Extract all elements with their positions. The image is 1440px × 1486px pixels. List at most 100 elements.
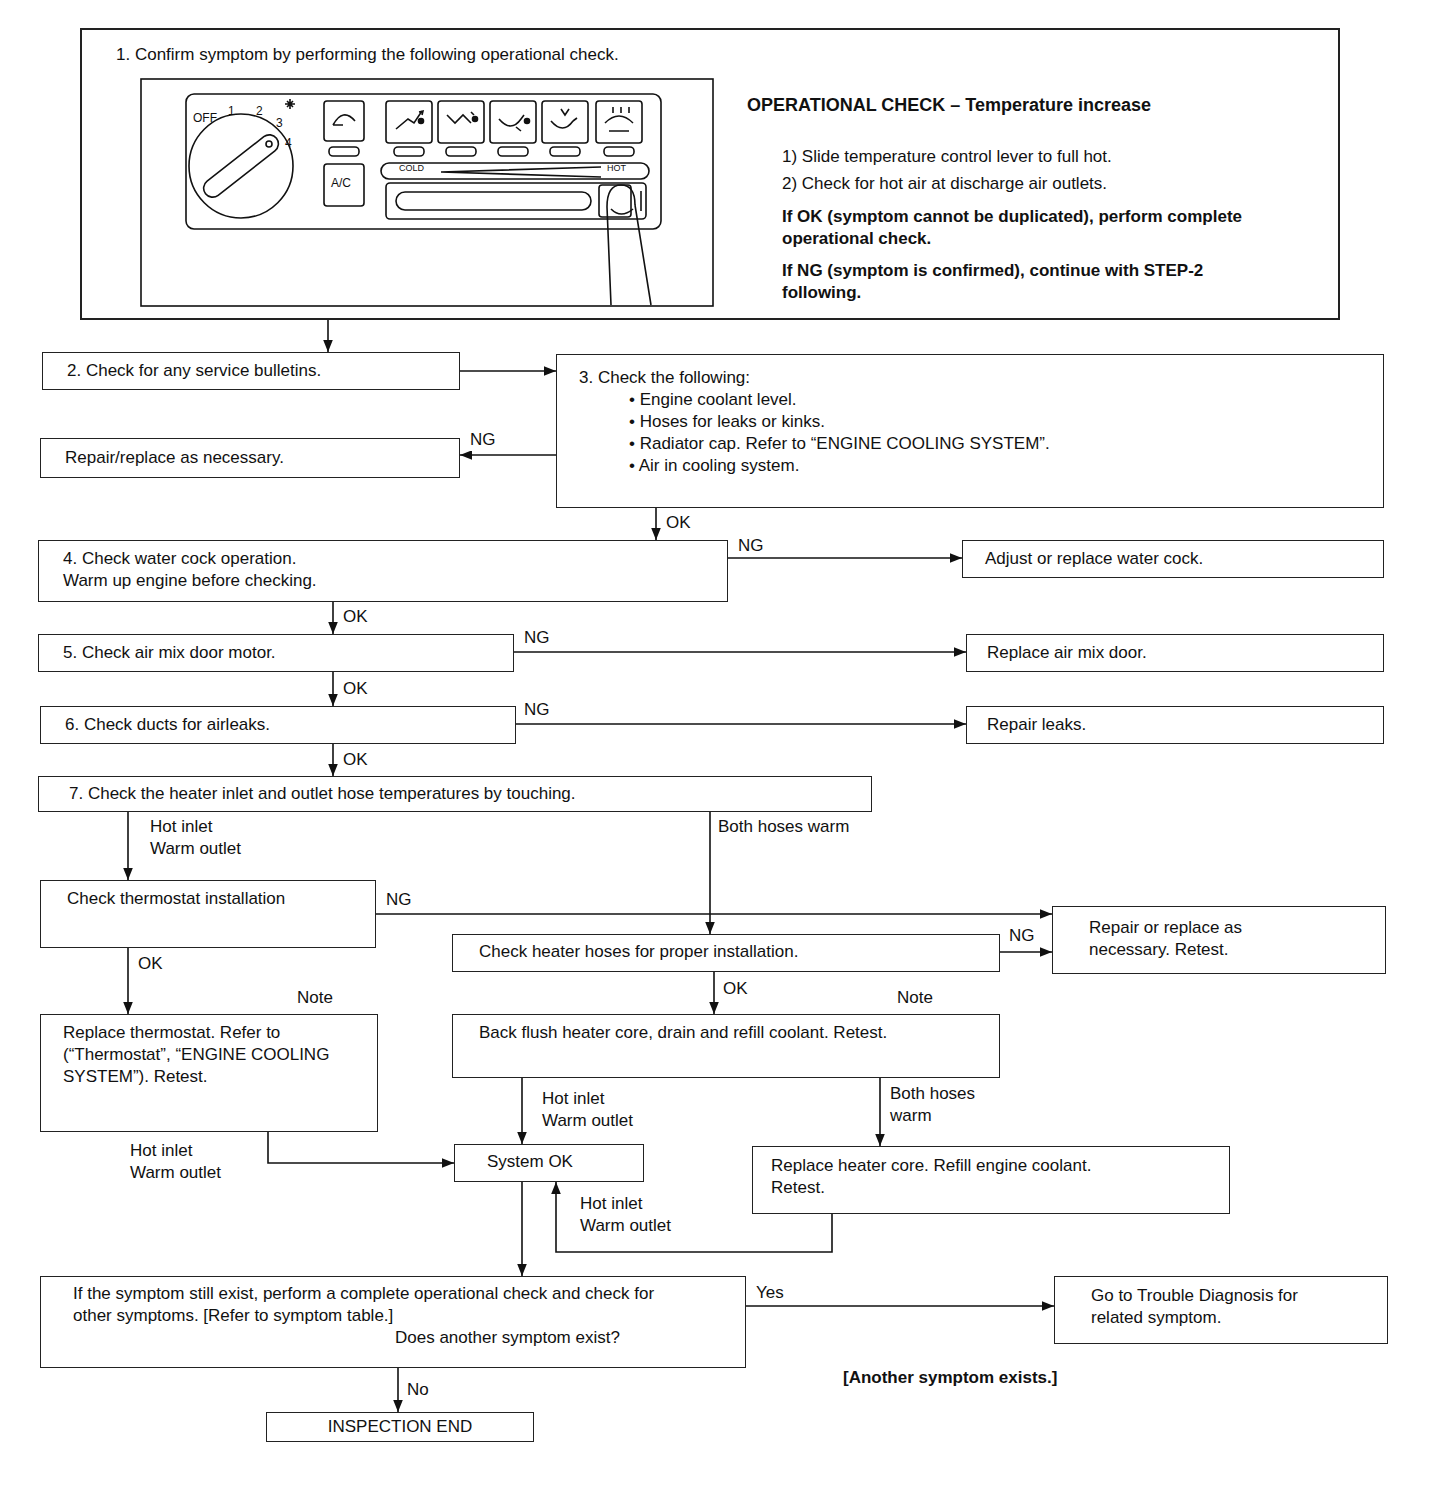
edge-label: OK	[721, 978, 750, 1000]
connector	[655, 508, 657, 540]
illustration-stroke	[381, 163, 649, 179]
illustration-stroke	[438, 101, 484, 143]
edge-label: NG	[384, 889, 414, 911]
panel-label: 3	[276, 117, 283, 130]
process-box: 6. Check ducts for airleaks.	[40, 706, 516, 744]
connector	[332, 744, 334, 776]
edge-label: Hot inlet Warm outlet	[128, 1140, 240, 1184]
node-text: Repair or replace as necessary. Retest.	[1089, 917, 1317, 961]
node-text: System OK	[487, 1151, 633, 1173]
process-box: 4. Check water cock operation. Warm up e…	[38, 540, 728, 602]
process-box: NoteReplace thermostat. Refer to (“Therm…	[40, 1014, 378, 1132]
panel-label: 1	[228, 105, 235, 118]
edge-label: Hot inlet Warm outlet	[540, 1088, 652, 1132]
process-box: System OK	[454, 1144, 644, 1182]
panel-label: A/C	[331, 177, 351, 190]
process-box: Go to Trouble Diagnosis for related symp…	[1054, 1276, 1388, 1344]
node-text: INSPECTION END	[273, 1416, 527, 1438]
node-text: If NG (symptom is confirmed), continue w…	[782, 260, 1252, 304]
edge-label: NG	[1007, 925, 1037, 947]
illustration-stroke	[189, 114, 293, 218]
node-text: 1) Slide temperature control lever to fu…	[782, 146, 1112, 168]
connector	[521, 1078, 523, 1144]
node-text: Go to Trouble Diagnosis for related symp…	[1091, 1285, 1339, 1329]
process-box: 3. Check the following:• Engine coolant …	[556, 354, 1384, 508]
edge-label: Hot inlet Warm outlet	[148, 816, 260, 860]
process-box: 2. Check for any service bulletins.	[42, 352, 460, 390]
node-text: Check heater hoses for proper installati…	[479, 941, 989, 963]
connector	[127, 948, 129, 1014]
illustration-stroke	[324, 164, 364, 206]
node-text: • Radiator cap. Refer to “ENGINE COOLING…	[629, 433, 1371, 455]
connector	[332, 672, 334, 706]
node-text: Adjust or replace water cock.	[985, 548, 1373, 570]
step-panel: 1. Confirm symptom by performing the fol…	[80, 28, 1340, 320]
connector	[1000, 951, 1052, 953]
edge-label: NG	[468, 429, 498, 451]
note-text: [Another symptom exists.]	[843, 1369, 1057, 1388]
process-box: If the symptom still exist, perform a co…	[40, 1276, 746, 1368]
connector	[728, 557, 962, 559]
connector	[521, 1182, 523, 1276]
illustration-stroke	[607, 185, 651, 305]
illustration-stroke	[446, 147, 476, 156]
node-text: Replace thermostat. Refer to (“Thermosta…	[63, 1022, 367, 1088]
illustration-stroke	[285, 99, 295, 109]
edge-label: Yes	[754, 1282, 786, 1304]
node-text: Replace air mix door.	[987, 642, 1373, 664]
process-box: NoteBack flush heater core, drain and re…	[452, 1014, 1000, 1078]
node-text: Repair/replace as necessary.	[65, 447, 449, 469]
illustration-stroke	[447, 112, 474, 123]
node-text: Note	[297, 987, 333, 1009]
illustration-stroke	[396, 192, 591, 210]
illustration-stroke	[640, 191, 642, 211]
process-box: Check heater hoses for proper installati…	[452, 934, 1000, 972]
node-text: Check thermostat installation	[67, 888, 365, 910]
connector	[879, 1078, 881, 1146]
node-text: 1. Confirm symptom by performing the fol…	[116, 44, 619, 66]
illustration-stroke	[498, 147, 528, 156]
panel-label: OFF	[193, 112, 217, 125]
illustration-stroke	[200, 131, 282, 201]
node-text: • Hoses for leaks or kinks.	[629, 411, 1371, 433]
edge-label: Hot inlet Warm outlet	[578, 1193, 690, 1237]
node-text: If OK (symptom cannot be duplicated), pe…	[782, 206, 1252, 250]
node-text: Back flush heater core, drain and refill…	[479, 1022, 899, 1044]
illustration-stroke	[394, 147, 424, 156]
node-text: 2) Check for hot air at discharge air ou…	[782, 173, 1107, 195]
connector	[713, 972, 715, 1014]
illustration-stroke	[551, 109, 577, 128]
process-box: Check thermostat installation	[40, 880, 376, 948]
edge-label: No	[405, 1379, 431, 1401]
node-text: • Air in cooling system.	[629, 455, 1371, 477]
connector	[376, 913, 1052, 915]
process-box: Repair or replace as necessary. Retest.	[1052, 906, 1386, 974]
connector	[127, 812, 129, 880]
connector	[460, 370, 556, 372]
node-text: Does another symptom exist?	[395, 1327, 735, 1349]
connector	[516, 723, 966, 725]
connector	[746, 1305, 1054, 1307]
connector	[514, 651, 966, 653]
illustration-stroke	[333, 115, 355, 125]
edge-label: OK	[341, 606, 370, 628]
edge-label: NG	[522, 699, 552, 721]
edge-label: OK	[664, 512, 693, 534]
node-text: Replace heater core. Refill engine coola…	[771, 1155, 1143, 1199]
process-box: Repair/replace as necessary.	[40, 438, 460, 478]
illustration-stroke	[441, 167, 601, 177]
illustration-stroke	[611, 209, 633, 214]
node-text: If the symptom still exist, perform a co…	[73, 1283, 663, 1327]
process-box: Replace air mix door.	[966, 634, 1384, 672]
panel-label: 4	[285, 137, 292, 150]
edge-label: NG	[736, 535, 766, 557]
illustration-stroke	[419, 119, 424, 124]
node-text: 3. Check the following:	[579, 367, 1371, 389]
connector	[268, 1132, 454, 1163]
node-text: 7. Check the heater inlet and outlet hos…	[69, 783, 861, 805]
process-box: INSPECTION END	[266, 1412, 534, 1442]
illustration-stroke	[596, 101, 642, 143]
illustration-stroke	[605, 107, 633, 131]
illustration-stroke	[473, 117, 478, 122]
